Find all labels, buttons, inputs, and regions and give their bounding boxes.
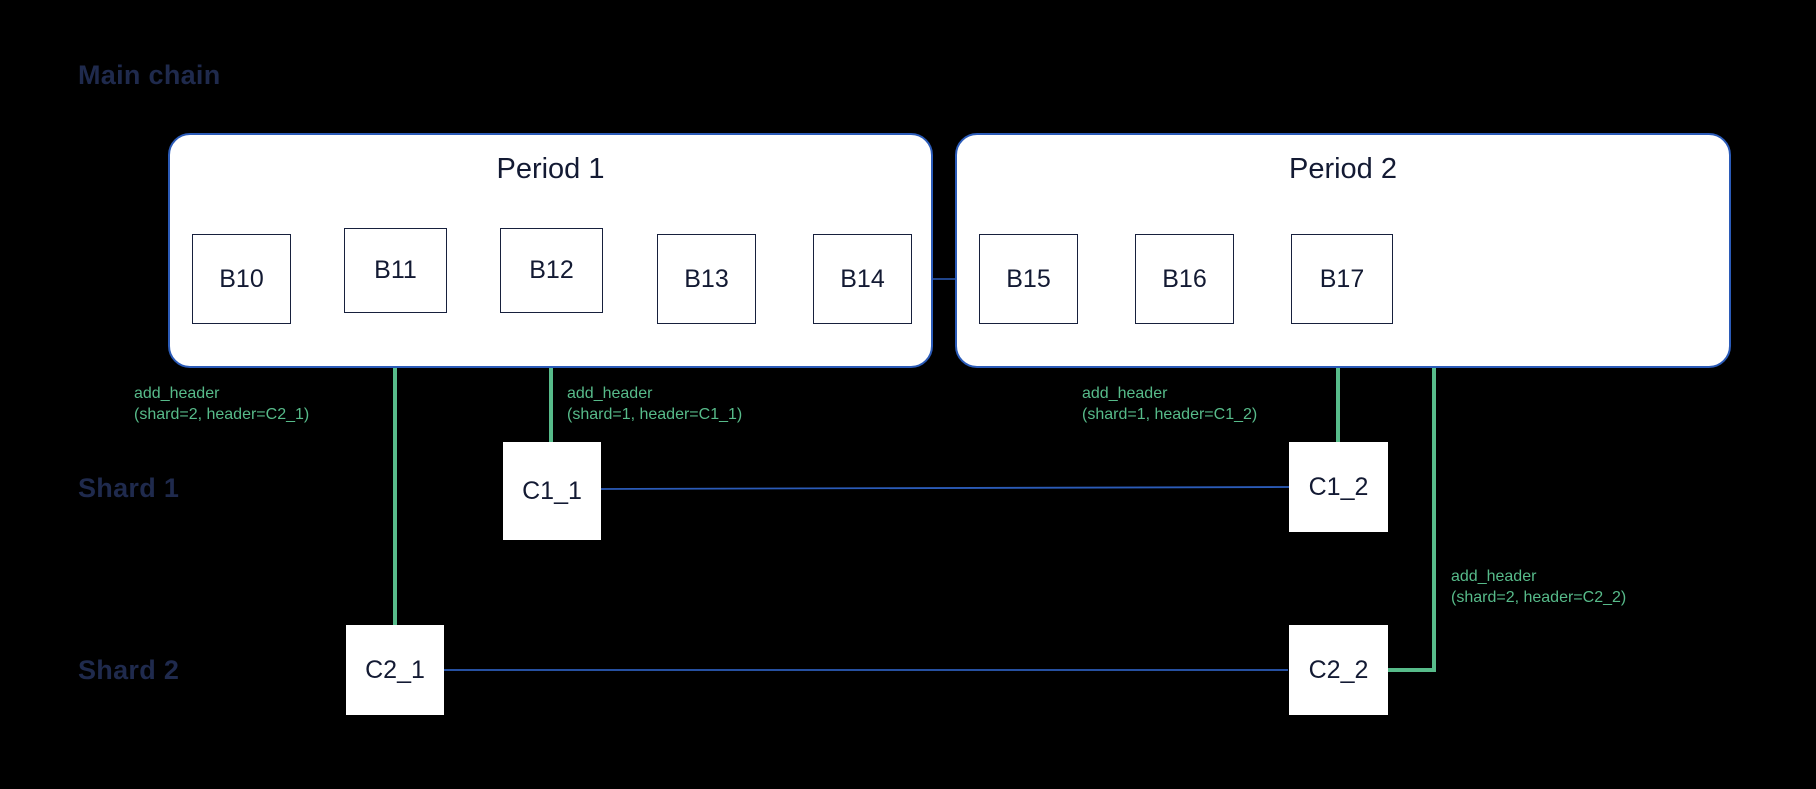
block-b16[interactable]: B16 xyxy=(1135,234,1234,324)
block-c1_2[interactable]: C1_2 xyxy=(1289,442,1388,532)
row-label-shard-2: Shard 2 xyxy=(78,655,180,685)
annotation-b17-shard1-add-header: add_header (shard=1, header=C1_2) xyxy=(1082,383,1257,425)
block-b14[interactable]: B14 xyxy=(813,234,912,324)
annotation-b11-line2: (shard=2, header=C2_1) xyxy=(134,406,310,423)
block-b10[interactable]: B10 xyxy=(192,234,291,324)
link-c1_1-c1_2 xyxy=(600,486,1290,490)
block-c2_2[interactable]: C2_2 xyxy=(1289,625,1388,715)
row-label-shard-1: Shard 1 xyxy=(78,473,180,503)
annotation-b12-line2: (shard=1, header=C1_1) xyxy=(567,406,743,423)
period-2-title: Period 2 xyxy=(1288,153,1397,185)
annotation-b12-add-header: add_header (shard=1, header=C1_1) xyxy=(567,383,742,425)
annotation-b17-shard1-line2: (shard=1, header=C1_2) xyxy=(1082,406,1258,423)
annotation-b17-shard2-line1: add_header xyxy=(1451,568,1537,585)
annotation-b17-shard2-add-header: add_header (shard=2, header=C2_2) xyxy=(1451,566,1626,608)
block-b13[interactable]: B13 xyxy=(657,234,756,324)
annotation-b11-line1: add_header xyxy=(134,385,220,402)
annotation-b11-add-header: add_header (shard=2, header=C2_1) xyxy=(134,383,309,425)
block-c2_1[interactable]: C2_1 xyxy=(346,625,444,715)
annotation-b17-shard2-line2: (shard=2, header=C2_2) xyxy=(1451,589,1627,606)
block-b17[interactable]: B17 xyxy=(1291,234,1393,324)
shard-chain-links xyxy=(444,486,1290,671)
annotation-b17-shard1-line1: add_header xyxy=(1082,385,1168,402)
period-1-title: Period 1 xyxy=(496,153,605,185)
block-c1_1[interactable]: C1_1 xyxy=(503,442,601,540)
block-b15[interactable]: B15 xyxy=(979,234,1078,324)
row-label-main-chain: Main chain xyxy=(78,60,221,90)
block-b12[interactable]: B12 xyxy=(500,228,603,313)
annotation-b12-line1: add_header xyxy=(567,385,653,402)
block-b11[interactable]: B11 xyxy=(344,228,447,313)
